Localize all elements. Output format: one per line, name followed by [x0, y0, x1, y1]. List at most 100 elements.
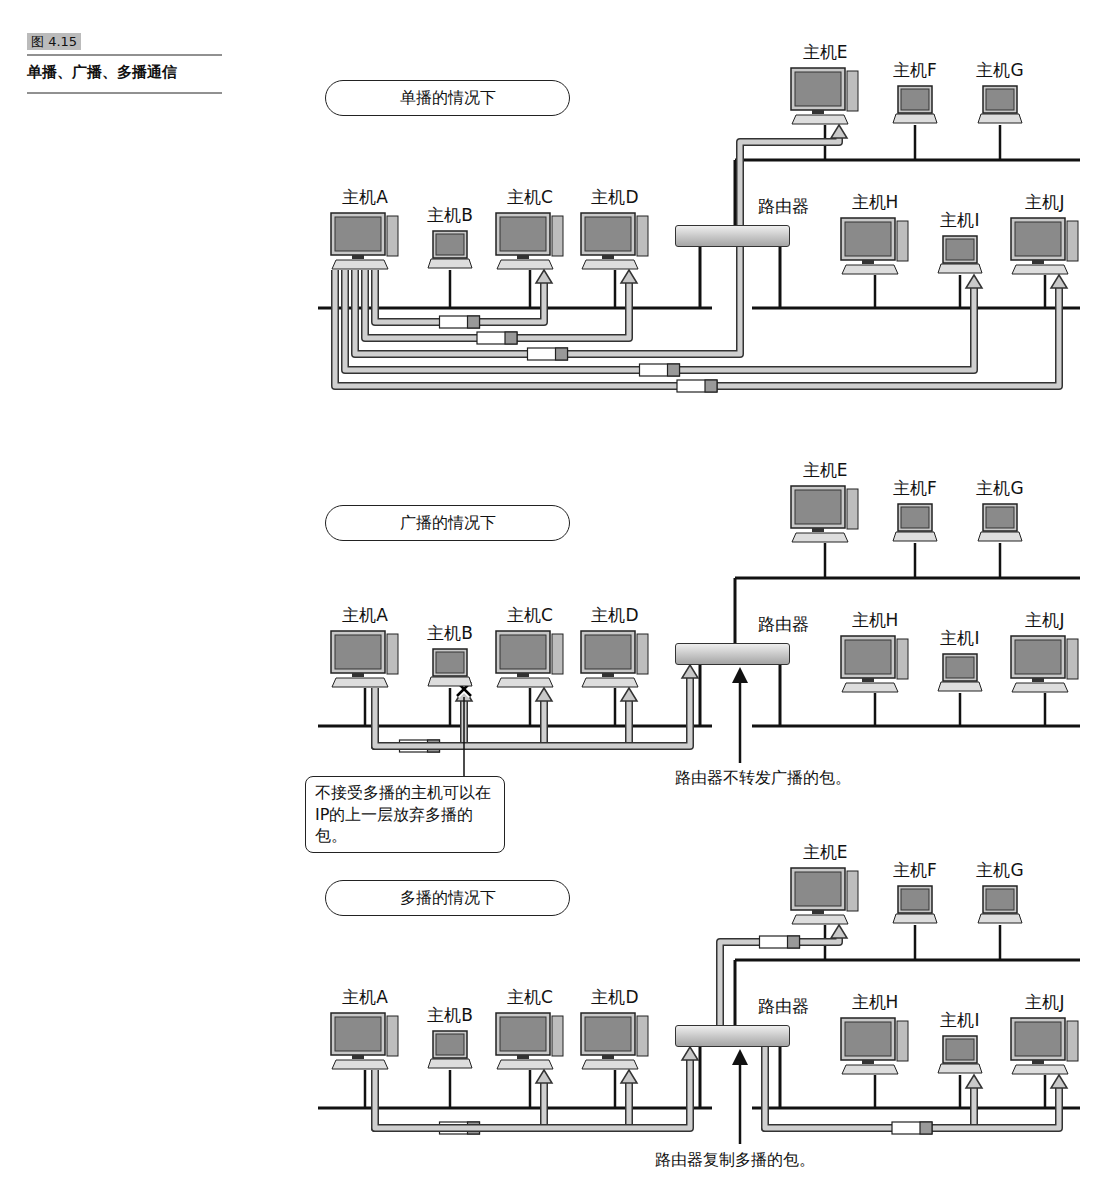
host-label: 主机E — [803, 459, 848, 482]
host-computer: 主机I — [937, 209, 983, 275]
laptop-icon — [977, 885, 1023, 925]
host-stem — [999, 543, 1002, 578]
packet-path — [375, 270, 552, 328]
pointer-arrow — [732, 667, 748, 763]
host-stem — [914, 125, 917, 160]
panel-title-box: 单播的情况下 — [325, 80, 570, 116]
packet-path — [720, 925, 847, 1025]
host-computer: 主机E — [790, 459, 860, 543]
host-label: 主机J — [1025, 991, 1064, 1014]
packet-icon — [760, 936, 800, 948]
host-label: 主机J — [1025, 191, 1064, 214]
host-computer: 主机F — [892, 859, 938, 925]
host-computer: 主机E — [790, 841, 860, 925]
host-label: 主机F — [893, 59, 937, 82]
host-computer: 主机B — [427, 622, 473, 688]
host-label: 主机E — [803, 841, 848, 864]
box-text: 多播的情况下 — [400, 888, 496, 909]
host-computer: 主机B — [427, 1004, 473, 1070]
router-box: 路由器 — [675, 643, 790, 665]
host-label: 主机G — [976, 859, 1023, 882]
host-computer: 主机H — [840, 609, 910, 693]
host-stem — [959, 1075, 962, 1108]
host-stem — [449, 270, 452, 308]
host-label: 主机G — [976, 477, 1023, 500]
host-stem — [529, 1070, 532, 1108]
host-stem — [914, 543, 917, 578]
packet-icon — [640, 364, 680, 376]
desktop-icon — [330, 212, 400, 270]
host-computer: 主机G — [976, 477, 1023, 543]
host-computer: 主机D — [580, 604, 650, 688]
host-computer: 主机C — [495, 986, 565, 1070]
host-stem — [999, 925, 1002, 960]
laptop-icon — [427, 648, 473, 688]
leader-line — [464, 697, 465, 776]
host-computer: 主机A — [330, 986, 400, 1070]
note-label: 路由器复制多播的包。 — [655, 1150, 815, 1171]
host-label: 主机H — [852, 991, 899, 1014]
host-computer: 主机G — [976, 59, 1023, 125]
host-stem — [529, 270, 532, 308]
laptop-icon — [937, 235, 983, 275]
note-label: 路由器不转发广播的包。 — [675, 768, 851, 789]
host-label: 主机D — [591, 186, 638, 209]
packet-icon — [892, 1122, 932, 1134]
host-stem — [914, 925, 917, 960]
laptop-icon — [892, 503, 938, 543]
host-label: 主机B — [427, 1004, 473, 1027]
host-stem — [1044, 693, 1047, 726]
host-stem — [874, 693, 877, 726]
packet-icon — [528, 348, 568, 360]
host-computer: 主机H — [840, 991, 910, 1075]
host-label: 主机C — [507, 986, 553, 1009]
box-text: 广播的情况下 — [400, 513, 496, 534]
laptop-icon — [977, 503, 1023, 543]
box-text: 单播的情况下 — [400, 88, 496, 109]
host-computer: 主机D — [580, 986, 650, 1070]
host-computer: 主机C — [495, 186, 565, 270]
panel-title-box: 多播的情况下 — [325, 880, 570, 916]
host-label: 主机A — [342, 604, 388, 627]
packet-path — [375, 665, 698, 746]
laptop-icon — [892, 85, 938, 125]
host-label: 主机D — [591, 986, 638, 1009]
packet-path — [375, 1047, 698, 1128]
host-stem — [1044, 1075, 1047, 1108]
desktop-icon — [790, 485, 860, 543]
rule-line — [27, 93, 222, 94]
pointer-arrow — [732, 1049, 748, 1144]
router-box: 路由器 — [675, 225, 790, 247]
desktop-icon — [495, 1012, 565, 1070]
packet-path — [335, 270, 1067, 392]
panel-title-box: 广播的情况下 — [325, 505, 570, 541]
desktop-icon — [495, 630, 565, 688]
host-computer: 主机H — [840, 191, 910, 275]
rule-line — [27, 55, 222, 56]
host-label: 主机I — [940, 627, 979, 650]
host-stem — [614, 1070, 617, 1108]
host-label: 主机I — [940, 209, 979, 232]
host-computer: 主机J — [1010, 991, 1080, 1075]
host-label: 主机I — [940, 1009, 979, 1032]
host-label: 主机C — [507, 604, 553, 627]
desktop-icon — [330, 1012, 400, 1070]
desktop-icon — [790, 67, 860, 125]
host-label: 主机B — [427, 204, 473, 227]
host-computer: 主机A — [330, 186, 400, 270]
desktop-icon — [580, 630, 650, 688]
packet-path — [365, 270, 637, 344]
desktop-icon — [840, 635, 910, 693]
host-computer: 主机I — [937, 627, 983, 693]
host-stem — [874, 1075, 877, 1108]
desktop-icon — [1010, 217, 1080, 275]
host-computer: 主机E — [790, 41, 860, 125]
router-box: 路由器 — [675, 1025, 790, 1047]
lan-bus — [318, 960, 1080, 1108]
desktop-icon — [840, 1017, 910, 1075]
router-label: 路由器 — [758, 195, 809, 218]
host-computer: 主机A — [330, 604, 400, 688]
host-computer: 主机D — [580, 186, 650, 270]
